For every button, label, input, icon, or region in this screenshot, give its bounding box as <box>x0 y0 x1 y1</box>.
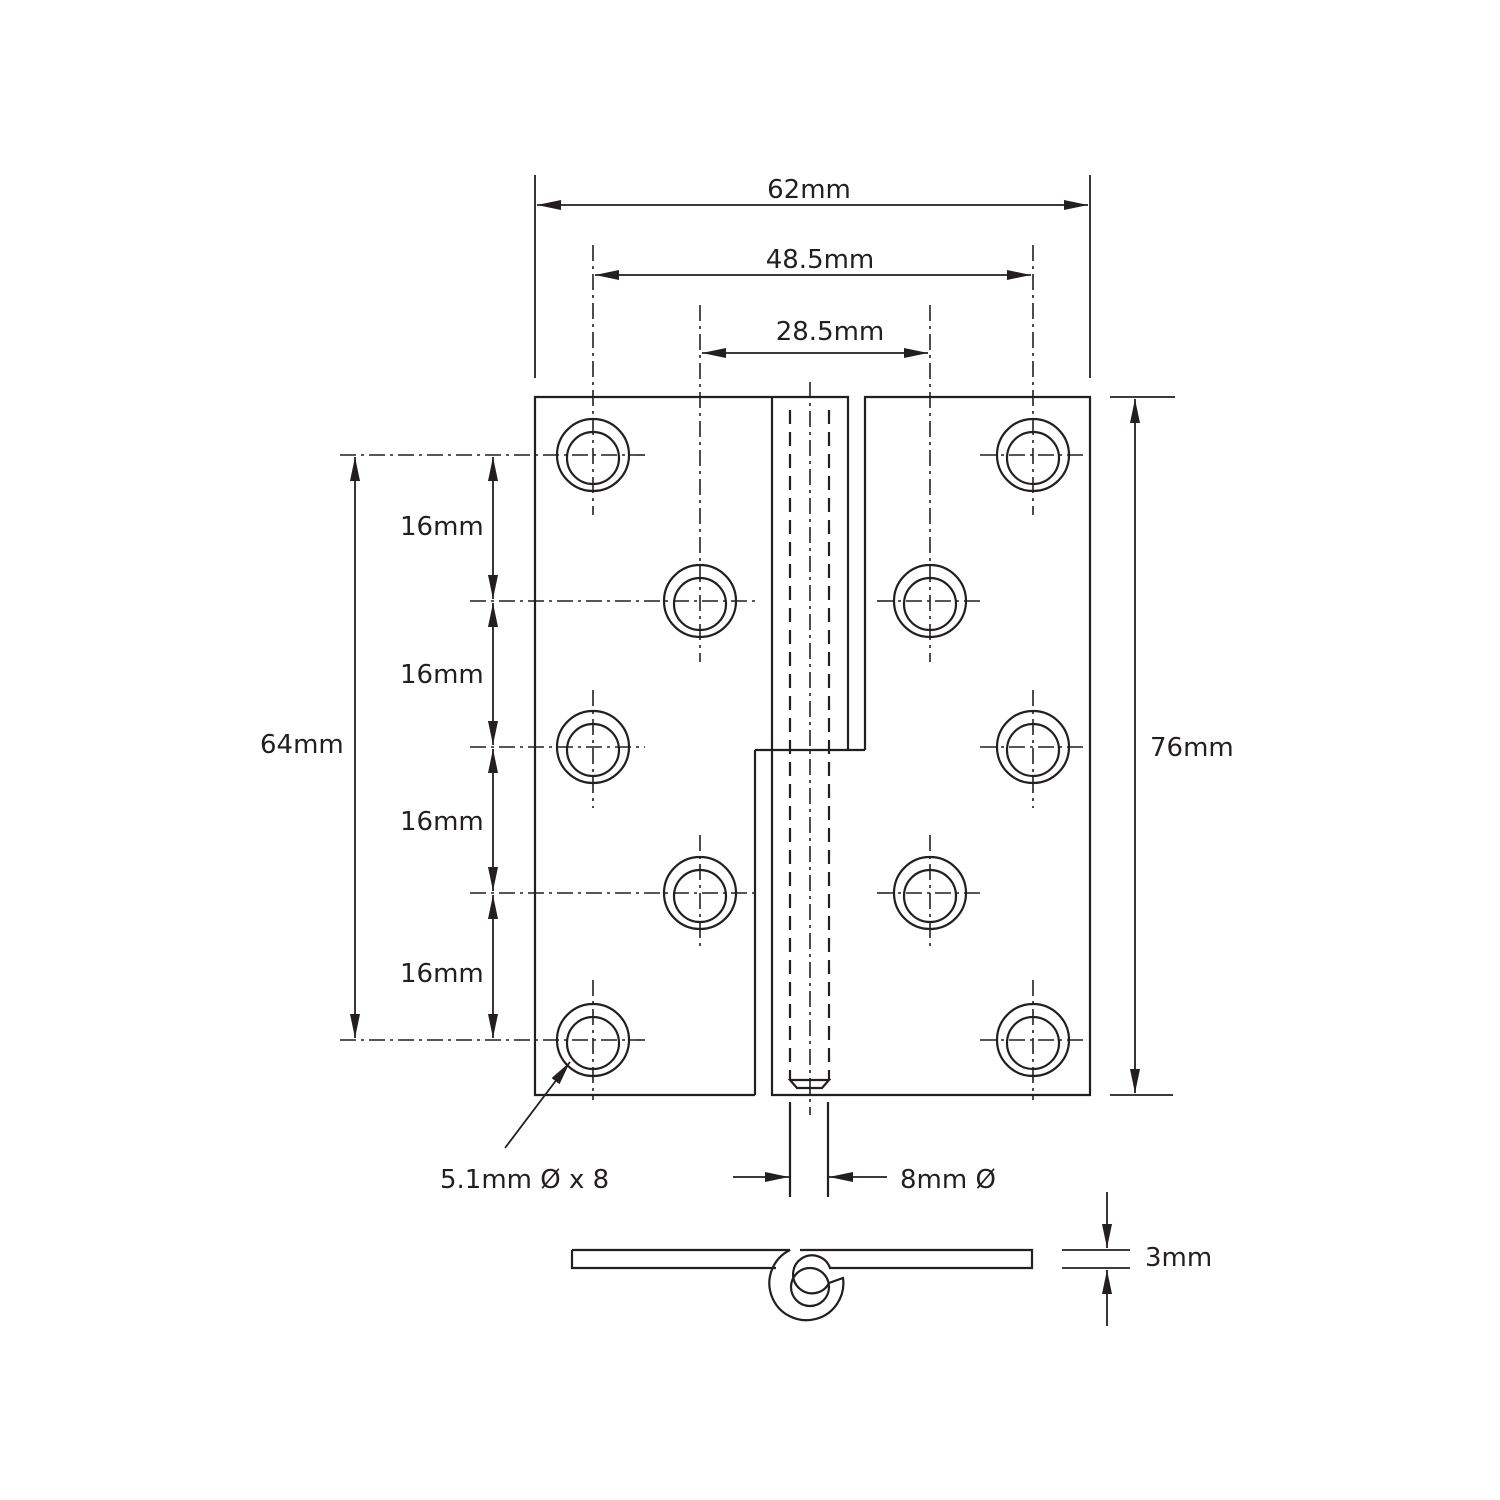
hole-callout: 5.1mm Ø x 8 <box>440 1061 609 1195</box>
pin-slot <box>787 1078 832 1090</box>
outer-spacing-label: 48.5mm <box>766 245 875 275</box>
dim-thickness: 3mm <box>1062 1192 1212 1326</box>
dim-overall-height: 76mm <box>1110 396 1234 1096</box>
pitch-1-label: 16mm <box>400 512 484 542</box>
overall-height-label: 76mm <box>1150 733 1234 763</box>
right-leaf <box>755 395 1092 1097</box>
pitch-3-label: 16mm <box>400 807 484 837</box>
dim-hole-span: 64mm <box>260 457 360 1038</box>
hole-span-label: 64mm <box>260 730 344 760</box>
dim-pin-diameter: 8mm Ø <box>733 1165 996 1195</box>
side-view <box>570 1248 1034 1322</box>
pitch-2-label: 16mm <box>400 660 484 690</box>
overall-width-label: 62mm <box>767 175 851 205</box>
centre-lines <box>340 245 1085 1100</box>
dim-inner-spacing: 28.5mm <box>702 317 928 358</box>
dim-overall-width: 62mm <box>534 175 1091 378</box>
inner-spacing-label: 28.5mm <box>776 317 885 347</box>
thickness-label: 3mm <box>1145 1243 1212 1273</box>
left-leaf <box>533 395 850 1097</box>
pitch-4-label: 16mm <box>400 959 484 989</box>
dim-pitches: 16mm 16mm 16mm 16mm <box>400 457 498 1038</box>
dim-outer-spacing: 48.5mm <box>595 245 1031 280</box>
pin-diameter-label: 8mm Ø <box>900 1165 996 1195</box>
hole-callout-label: 5.1mm Ø x 8 <box>440 1165 609 1195</box>
pin-hidden <box>787 382 832 1197</box>
